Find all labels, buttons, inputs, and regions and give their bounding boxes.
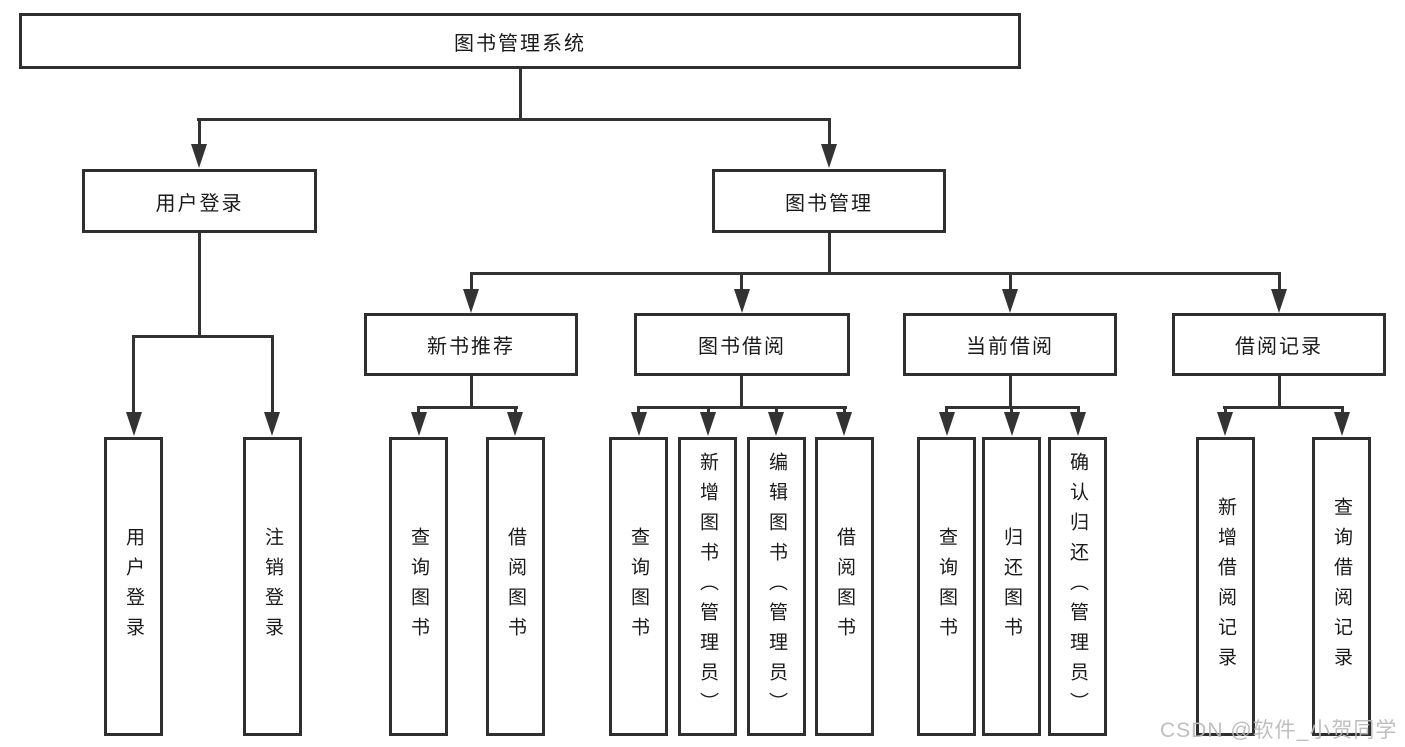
- node-current-borrow: 当前借阅: [903, 313, 1117, 376]
- node-book-borrow: 图书借阅: [634, 313, 850, 376]
- node-new-book-recommend: 新书推荐: [364, 313, 578, 376]
- connector-line: [132, 335, 135, 415]
- leaf-label: 借阅图书: [834, 526, 855, 647]
- leaf-add-borrow-record: 新增借阅记录: [1196, 437, 1255, 736]
- connector-line: [1010, 406, 1013, 416]
- leaf-label: 借阅图书: [505, 526, 526, 647]
- node-label: 新书推荐: [427, 336, 515, 358]
- node-label: 当前借阅: [966, 336, 1054, 358]
- arrowhead-down-icon: [1217, 412, 1233, 436]
- leaf-query-books-borrow: 查询图书: [609, 437, 668, 736]
- leaf-label: 新增图书（管理员）: [697, 451, 718, 722]
- arrowhead-down-icon: [1004, 412, 1020, 436]
- connector-line: [843, 406, 846, 416]
- connector-line: [1223, 406, 1344, 409]
- arrowhead-down-icon: [734, 289, 750, 313]
- arrowhead-down-icon: [1271, 289, 1287, 313]
- arrowhead-down-icon: [768, 412, 784, 436]
- leaf-borrow-books-recommend: 借阅图书: [486, 437, 545, 736]
- leaf-label: 确认归还（管理员）: [1067, 451, 1088, 722]
- connector-line: [417, 406, 420, 416]
- arrowhead-down-icon: [264, 412, 280, 436]
- connector-line: [1278, 376, 1281, 406]
- leaf-edit-book-admin: 编辑图书（管理员）: [747, 437, 806, 736]
- connector-line: [1009, 376, 1012, 406]
- connector-line: [198, 233, 201, 335]
- node-user-login: 用户登录: [82, 169, 317, 233]
- arrowhead-down-icon: [411, 412, 427, 436]
- connector-line: [740, 272, 743, 293]
- node-book-management: 图书管理: [712, 169, 946, 233]
- leaf-query-borrow-record: 查询借阅记录: [1312, 437, 1371, 736]
- leaf-label: 查询图书: [936, 526, 957, 647]
- connector-line: [470, 376, 473, 406]
- node-label: 用户登录: [155, 192, 244, 215]
- connector-line: [707, 406, 710, 416]
- connector-line: [197, 118, 831, 121]
- arrowhead-down-icon: [507, 412, 523, 436]
- arrowhead-down-icon: [631, 412, 647, 436]
- arrowhead-down-icon: [1070, 412, 1086, 436]
- connector-line: [1341, 406, 1344, 416]
- leaf-user-login: 用户登录: [104, 437, 163, 736]
- arrowhead-down-icon: [191, 144, 207, 168]
- arrowhead-down-icon: [1334, 412, 1350, 436]
- node-root: 图书管理系统: [19, 13, 1021, 69]
- node-label: 图书管理: [785, 192, 873, 215]
- leaf-label: 查询图书: [628, 526, 649, 647]
- leaf-label: 编辑图书（管理员）: [766, 451, 787, 722]
- connector-line: [775, 406, 778, 416]
- connector-line: [271, 335, 274, 415]
- arrowhead-down-icon: [1002, 289, 1018, 313]
- arrowhead-down-icon: [821, 144, 837, 168]
- node-root-label: 图书管理系统: [454, 32, 586, 55]
- leaf-label: 归还图书: [1001, 526, 1022, 647]
- leaf-query-books-recommend: 查询图书: [389, 437, 448, 736]
- connector-line: [945, 406, 948, 416]
- node-borrow-records: 借阅记录: [1172, 313, 1386, 376]
- connector-line: [1224, 406, 1227, 416]
- connector-line: [1077, 406, 1080, 416]
- leaf-query-books-current: 查询图书: [917, 437, 976, 736]
- arrowhead-down-icon: [700, 412, 716, 436]
- leaf-label: 查询图书: [408, 526, 429, 647]
- arrowhead-down-icon: [463, 289, 479, 313]
- leaf-add-book-admin: 新增图书（管理员）: [678, 437, 737, 736]
- connector-line: [740, 376, 743, 406]
- leaf-label: 查询借阅记录: [1331, 496, 1352, 677]
- node-label: 图书借阅: [698, 336, 786, 358]
- leaf-confirm-return-admin: 确认归还（管理员）: [1048, 437, 1107, 736]
- connector-line: [637, 406, 847, 409]
- connector-line: [132, 335, 274, 338]
- leaf-logout: 注销登录: [243, 437, 302, 736]
- leaf-label: 用户登录: [123, 526, 144, 647]
- arrowhead-down-icon: [126, 412, 142, 436]
- connector-line: [514, 406, 517, 416]
- connector-line: [198, 118, 201, 148]
- leaf-label: 注销登录: [262, 526, 283, 647]
- connector-line: [470, 272, 473, 293]
- watermark: CSDN @软件_小贺同学: [1160, 719, 1398, 742]
- arrowhead-down-icon: [939, 412, 955, 436]
- connector-line: [828, 233, 831, 272]
- leaf-return-book: 归还图书: [982, 437, 1041, 736]
- connector-line: [470, 272, 1281, 275]
- connector-line: [1009, 272, 1012, 293]
- node-label: 借阅记录: [1235, 336, 1323, 358]
- arrowhead-down-icon: [836, 412, 852, 436]
- leaf-label: 新增借阅记录: [1215, 496, 1236, 677]
- connector-line: [1278, 272, 1281, 293]
- connector-line: [519, 69, 522, 118]
- connector-line: [637, 406, 640, 416]
- leaf-borrow-books: 借阅图书: [815, 437, 874, 736]
- connector-line: [828, 118, 831, 148]
- connector-line: [417, 406, 518, 409]
